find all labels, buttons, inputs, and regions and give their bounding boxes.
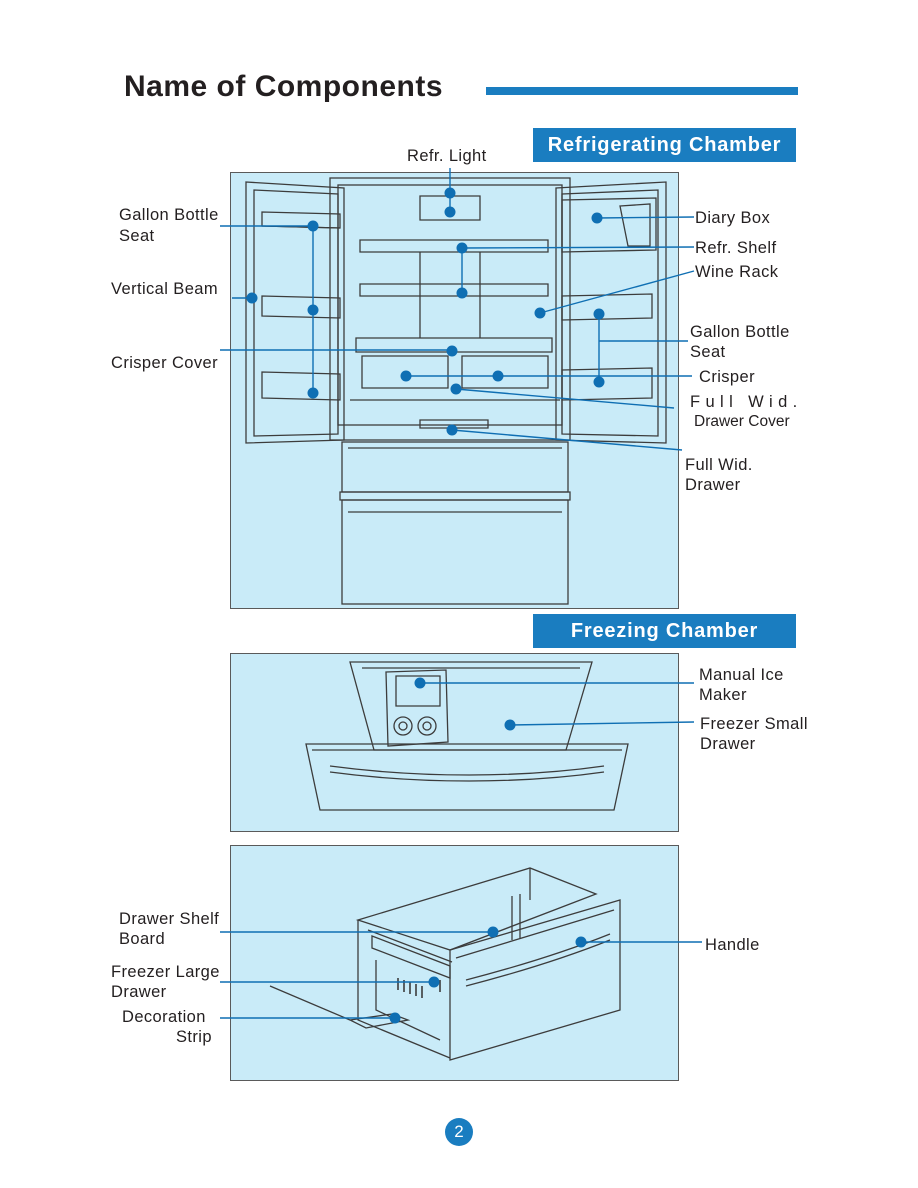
label-gallon-bottle-seat-left: Gallon Bottle [119, 206, 219, 224]
freezer-large-drawer-panel [230, 845, 679, 1081]
label-drawer-shelf-board: Drawer Shelf [119, 910, 220, 928]
label-manual-ice-maker-2: Maker [699, 686, 747, 704]
label-full-wid-drawer: Full Wid. [685, 456, 753, 474]
label-full-wid-drawer-cover: F u l l W i d . [690, 393, 798, 411]
page-number: 2 [445, 1118, 473, 1146]
label-drawer-shelf-board-2: Board [119, 930, 166, 948]
label-decoration-strip: Decoration [122, 1008, 206, 1026]
refrigerating-chamber-banner: Refrigerating Chamber [533, 128, 796, 162]
label-freezer-small-drawer-2: Drawer [700, 735, 756, 753]
label-vertical-beam: Vertical Beam [111, 280, 218, 298]
label-refr-light: Refr. Light [407, 147, 487, 165]
label-wine-rack: Wine Rack [695, 263, 779, 281]
label-crisper-cover: Crisper Cover [111, 354, 218, 372]
label-refr-shelf: Refr. Shelf [695, 239, 777, 257]
label-diary-box: Diary Box [695, 209, 771, 227]
label-full-wid-drawer-cover-2: Drawer Cover [694, 413, 790, 430]
label-freezer-small-drawer: Freezer Small [700, 715, 808, 733]
label-full-wid-drawer-2: Drawer [685, 476, 741, 494]
label-handle: Handle [705, 936, 760, 954]
label-manual-ice-maker: Manual Ice [699, 666, 784, 684]
label-freezer-large-drawer: Freezer Large [111, 963, 220, 981]
freezing-chamber-banner: Freezing Chamber [533, 614, 796, 648]
label-gallon-bottle-seat-left-2: Seat [119, 227, 155, 245]
label-gallon-bottle-seat-right: Gallon Bottle [690, 323, 790, 341]
label-crisper: Crisper [699, 368, 755, 386]
label-gallon-bottle-seat-right-2: Seat [690, 343, 726, 361]
label-freezer-large-drawer-2: Drawer [111, 983, 167, 1001]
title-rule [486, 87, 798, 95]
page-title: Name of Components [124, 70, 444, 103]
label-decoration-strip-2: Strip [176, 1028, 212, 1046]
